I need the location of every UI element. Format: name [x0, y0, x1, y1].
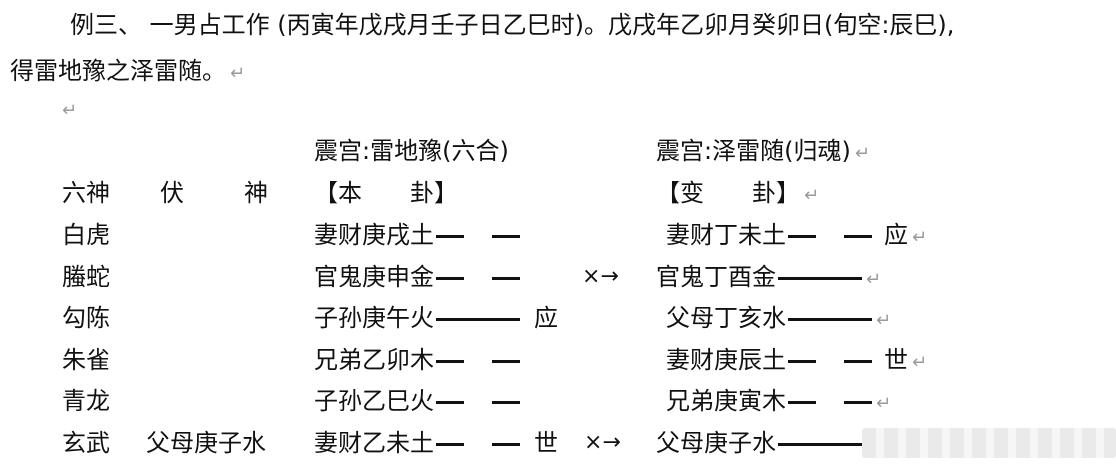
bian-yao-label: 妻财庚辰土	[666, 346, 786, 374]
bian-yao-line-yang	[778, 276, 862, 280]
paragraph-mark-icon: ↵	[804, 185, 820, 206]
liushen-cell: 勾陈	[62, 304, 110, 332]
bian-yao-line-yang	[778, 442, 862, 446]
intro-text-2: 得雷地豫之泽雷随。	[10, 57, 226, 85]
ben-yao-cell: 官鬼庚申金	[314, 262, 520, 292]
bian-yao-label: 兄弟庚寅木	[666, 387, 786, 415]
header-shen: 神	[244, 179, 268, 207]
ben-yao-label: 官鬼庚申金	[314, 263, 434, 291]
paragraph-mark-icon: ↵	[912, 352, 928, 373]
ben-yao-cell: 子孙乙巳火	[314, 386, 520, 416]
bian-yao-line-yin	[788, 234, 872, 238]
header-fu: 伏	[160, 179, 184, 207]
bian-gua-title-text: 震宫:泽雷随(归魂)	[656, 137, 851, 165]
shi-ying-mark: 世	[534, 429, 558, 457]
ben-yao-line-yin	[436, 359, 520, 363]
ben-yao-cell: 子孙庚午火 应	[314, 303, 558, 333]
bian-yao-cell: 妻财丁未土 应↵	[666, 220, 927, 253]
liushen-cell: 白虎	[62, 221, 110, 249]
bian-yao-label: 妻财丁未土	[666, 221, 786, 249]
ben-gua-title: 震宫:雷地豫(六合)	[314, 137, 509, 165]
bian-yao-line-yang	[788, 317, 872, 321]
paragraph-mark-icon: ↵	[876, 310, 892, 331]
liushen-cell: 青龙	[62, 387, 110, 415]
shi-ying-mark: 世	[884, 346, 908, 374]
liushen-cell: 朱雀	[62, 346, 110, 374]
shi-ying-mark: 应	[884, 221, 908, 249]
ben-yao-label: 妻财乙未土	[314, 429, 434, 457]
bian-yao-label: 官鬼丁酉金	[656, 263, 776, 291]
header-liushen: 六神	[62, 179, 110, 207]
paragraph-mark-icon: ↵	[866, 269, 882, 290]
bian-yao-cell: 妻财庚辰土 世↵	[666, 345, 927, 378]
liushen-cell: 玄武	[62, 429, 110, 457]
ben-yao-label: 兄弟乙卯木	[314, 346, 434, 374]
moving-yao-mark: ×→	[582, 264, 619, 289]
moving-yao-mark: ×→	[584, 430, 621, 455]
ben-yao-label: 子孙庚午火	[314, 304, 434, 332]
paragraph-mark-icon: ↵	[854, 143, 870, 164]
shi-ying-mark: 应	[534, 304, 558, 332]
ben-yao-line-yang	[436, 317, 520, 321]
header-bian-gua: 【变 卦】↵	[656, 178, 819, 211]
ben-yao-line-yin	[436, 442, 520, 446]
fushen-cell: 父母庚子水	[146, 429, 266, 457]
watermark-blur	[862, 428, 1116, 458]
liushen-cell: 螣蛇	[62, 263, 110, 291]
paragraph-mark-icon: ↵	[912, 227, 928, 248]
ben-yao-label: 妻财庚戌土	[314, 221, 434, 249]
paragraph-mark-icon: ↵	[876, 393, 892, 414]
paragraph-mark-icon: ↵	[62, 100, 78, 121]
bian-yao-line-yin	[788, 400, 872, 404]
bian-yao-cell: 父母庚子水	[656, 428, 862, 458]
bian-yao-cell: 兄弟庚寅木 ↵	[666, 386, 891, 419]
header-bian-gua-text: 【变 卦】	[656, 179, 800, 207]
bian-gua-title: 震宫:泽雷随(归魂)↵	[656, 136, 870, 169]
ben-yao-line-yin	[436, 234, 520, 238]
paragraph-mark-icon: ↵	[230, 63, 246, 84]
bian-yao-cell: 官鬼丁酉金 ↵	[656, 262, 881, 295]
ben-yao-cell: 妻财庚戌土	[314, 220, 520, 250]
bian-yao-label: 父母丁亥水	[666, 304, 786, 332]
ben-yao-line-yin	[436, 276, 520, 280]
bian-yao-cell: 父母丁亥水 ↵	[666, 303, 891, 336]
bian-yao-label: 父母庚子水	[656, 429, 776, 457]
ben-yao-line-yin	[436, 400, 520, 404]
ben-yao-label: 子孙乙巳火	[314, 387, 434, 415]
header-ben-gua: 【本 卦】	[314, 179, 458, 207]
ben-yao-cell: 妻财乙未土 世	[314, 428, 558, 458]
intro-text-1: 例三、 一男占工作 (丙寅年戊戌月壬子日乙巳时)。戊戌年乙卯月癸卯日(旬空:辰巳…	[70, 11, 955, 39]
bian-yao-line-yin	[788, 359, 872, 363]
intro-line-2: 得雷地豫之泽雷随。↵	[10, 48, 1116, 97]
intro-line-1: 例三、 一男占工作 (丙寅年戊戌月壬子日乙巳时)。戊戌年乙卯月癸卯日(旬空:辰巳…	[70, 2, 1116, 48]
ben-yao-cell: 兄弟乙卯木	[314, 345, 520, 375]
